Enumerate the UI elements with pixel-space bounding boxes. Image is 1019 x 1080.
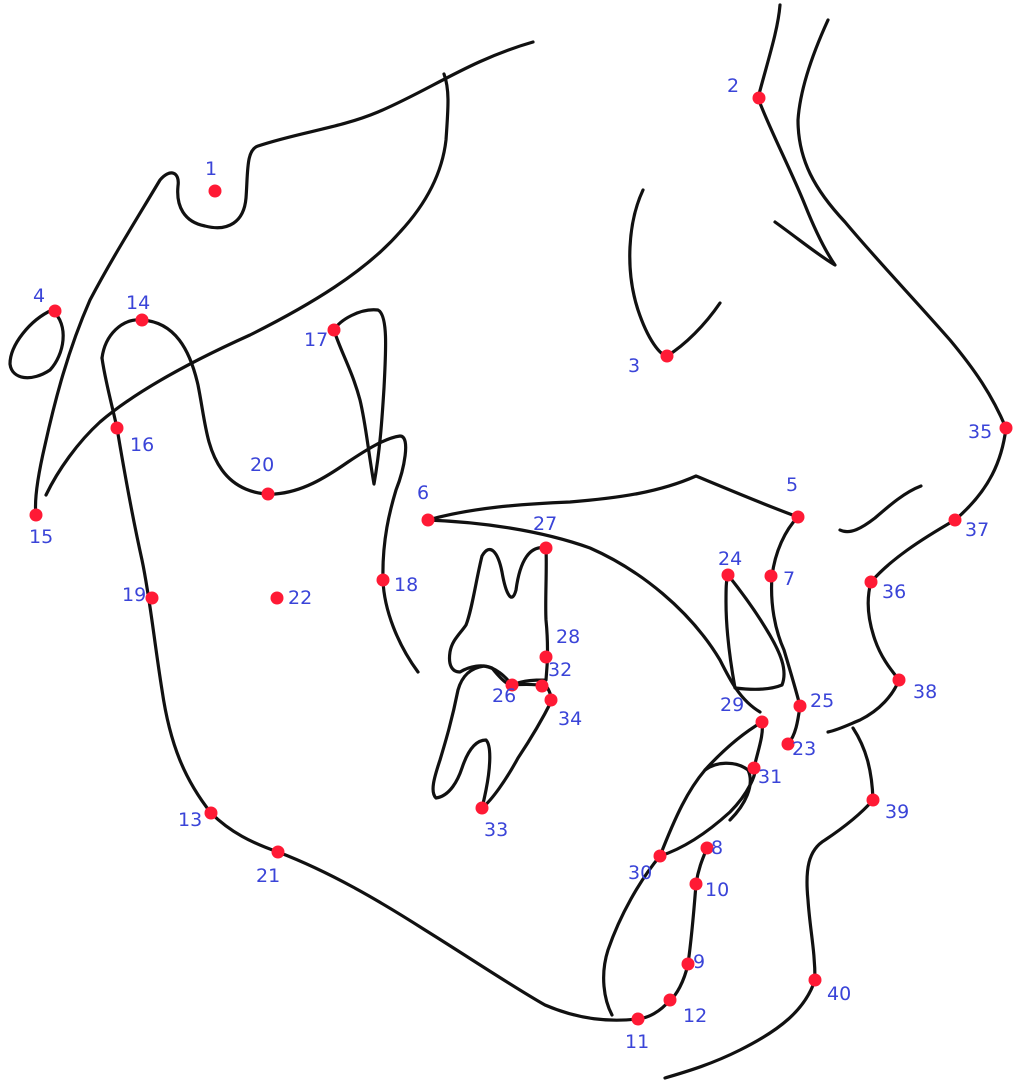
landmark-point-18 [377, 574, 390, 587]
landmark-point-16 [111, 422, 124, 435]
landmark-label-24: 24 [718, 548, 742, 570]
cranial-base-outline [35, 42, 533, 515]
landmark-point-25 [794, 700, 807, 713]
landmark-point-5 [792, 511, 805, 524]
landmark-point-4 [49, 305, 62, 318]
landmark-labels: 1234567891011121314151617181920212223242… [29, 75, 992, 1053]
landmark-point-14 [136, 314, 149, 327]
landmark-label-28: 28 [556, 626, 580, 648]
landmark-point-15 [30, 509, 43, 522]
upper-molar-outline [449, 548, 547, 685]
landmark-label-8: 8 [711, 837, 723, 859]
soft-tissue-nose [798, 20, 1006, 732]
landmark-point-29 [756, 716, 769, 729]
landmark-label-37: 37 [965, 519, 989, 541]
landmark-point-36 [865, 576, 878, 589]
landmark-label-5: 5 [786, 474, 798, 496]
landmark-label-19: 19 [122, 584, 146, 606]
soft-tissue-forehead [758, 5, 835, 265]
upper-incisor-outline [772, 517, 800, 706]
landmark-label-40: 40 [827, 983, 851, 1005]
landmark-label-30: 30 [628, 862, 652, 884]
landmark-label-12: 12 [683, 1005, 707, 1027]
landmark-label-1: 1 [205, 158, 217, 180]
landmark-label-23: 23 [792, 738, 816, 760]
maxilla-outline [428, 520, 760, 712]
landmark-label-29: 29 [720, 694, 744, 716]
lower-incisor-outline [660, 722, 762, 856]
landmark-label-6: 6 [417, 482, 429, 504]
landmark-label-2: 2 [727, 75, 739, 97]
landmark-point-38 [893, 674, 906, 687]
palatal-plane-outline [428, 476, 798, 520]
landmark-label-22: 22 [288, 587, 312, 609]
landmark-points [30, 92, 1013, 1026]
landmark-label-34: 34 [558, 708, 582, 730]
landmark-point-2 [753, 92, 766, 105]
landmark-label-18: 18 [394, 574, 418, 596]
landmark-point-30 [654, 850, 667, 863]
landmark-label-20: 20 [250, 454, 274, 476]
landmark-label-10: 10 [705, 879, 729, 901]
landmark-label-32: 32 [548, 659, 572, 681]
landmark-point-3 [661, 350, 674, 363]
skull-contour-vertical [46, 74, 448, 495]
landmark-label-39: 39 [885, 801, 909, 823]
landmark-point-1 [209, 185, 222, 198]
landmark-point-19 [146, 592, 159, 605]
landmark-point-37 [949, 514, 962, 527]
landmark-label-26: 26 [492, 685, 516, 707]
landmark-label-9: 9 [693, 951, 705, 973]
landmark-point-39 [867, 794, 880, 807]
landmark-point-34 [545, 694, 558, 707]
landmark-point-12 [664, 994, 677, 1007]
landmark-label-33: 33 [484, 819, 508, 841]
landmark-label-35: 35 [968, 421, 992, 443]
landmark-label-14: 14 [126, 292, 150, 314]
landmark-point-40 [809, 974, 822, 987]
landmark-point-6 [422, 514, 435, 527]
landmark-point-11 [632, 1013, 645, 1026]
landmark-point-24 [722, 569, 735, 582]
landmark-point-33 [476, 802, 489, 815]
orbit-outline [10, 310, 63, 378]
landmark-label-13: 13 [178, 809, 202, 831]
soft-tissue-nostril [840, 486, 921, 532]
landmark-point-17 [328, 324, 341, 337]
landmark-label-38: 38 [913, 681, 937, 703]
landmark-label-4: 4 [33, 285, 45, 307]
condyle-outline [102, 320, 418, 672]
landmark-point-32 [536, 680, 549, 693]
pterygoid-outline [334, 310, 386, 484]
landmark-label-21: 21 [256, 865, 280, 887]
landmark-label-27: 27 [533, 513, 557, 535]
landmark-point-35 [1000, 422, 1013, 435]
landmark-label-11: 11 [625, 1031, 649, 1053]
upper-incisor-crown [726, 575, 784, 689]
landmark-point-22 [271, 592, 284, 605]
landmark-label-31: 31 [758, 766, 782, 788]
anatomical-outlines [10, 5, 1006, 1078]
landmark-point-10 [690, 878, 703, 891]
landmark-label-3: 3 [628, 355, 640, 377]
landmark-label-16: 16 [130, 434, 154, 456]
key-ridge-outline [630, 190, 720, 356]
landmark-point-21 [272, 846, 285, 859]
landmark-point-27 [540, 542, 553, 555]
landmark-point-20 [262, 488, 275, 501]
landmark-label-36: 36 [882, 581, 906, 603]
landmark-point-7 [765, 570, 778, 583]
landmark-label-17: 17 [304, 329, 328, 351]
landmark-label-7: 7 [783, 568, 795, 590]
landmark-point-13 [205, 807, 218, 820]
lower-incisor-inner [705, 763, 750, 820]
landmark-label-25: 25 [810, 690, 834, 712]
landmark-label-15: 15 [29, 526, 53, 548]
